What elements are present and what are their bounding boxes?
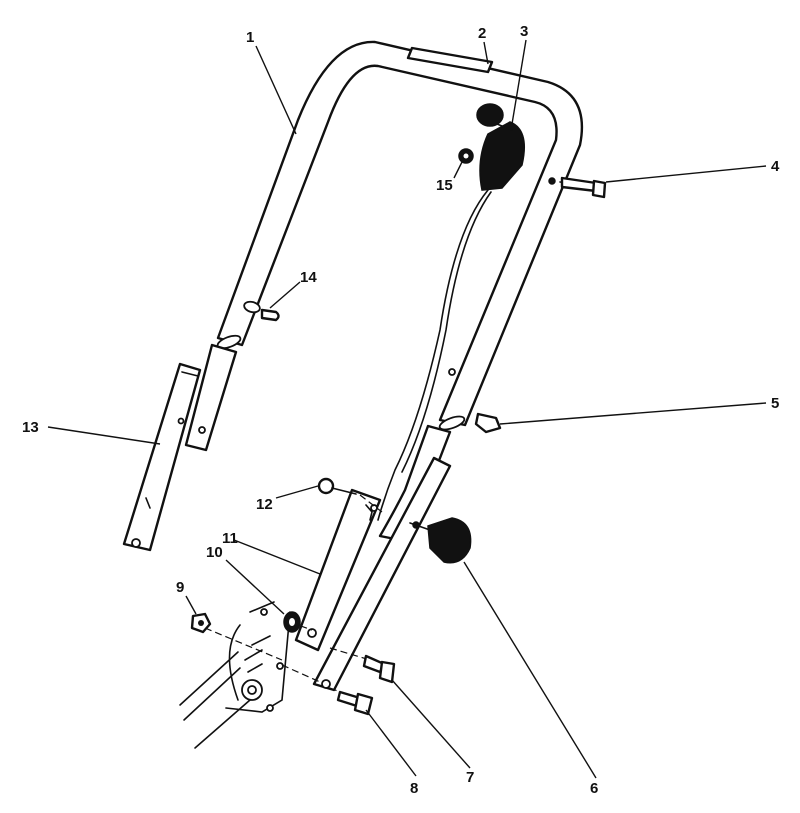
knob-6: [409, 517, 472, 564]
callout-4: 4: [771, 158, 780, 175]
callout-13: 13: [22, 419, 39, 436]
mower-deck: [179, 601, 291, 749]
callout-3: 3: [520, 23, 528, 40]
bolt-12: [317, 477, 383, 521]
nut-15: [458, 148, 474, 164]
callout-2: 2: [478, 25, 486, 42]
leader-lines: [47, 39, 767, 779]
nut-9: [190, 612, 212, 634]
callout-labels: 1 2 3 4 5 6 7 8 9 10 11 12 13 14 15: [22, 23, 780, 797]
pin-14: [243, 300, 280, 322]
callout-6: 6: [590, 780, 598, 797]
callout-8: 8: [410, 780, 418, 797]
bracket-13: [122, 362, 202, 552]
callout-1: 1: [246, 29, 254, 46]
bolt-8: [336, 690, 374, 716]
clip-5: [474, 412, 502, 434]
left-lower-tube: [184, 343, 238, 452]
bolt-4: [548, 176, 607, 199]
callout-10: 10: [206, 544, 223, 561]
callout-9: 9: [176, 579, 184, 596]
callout-7: 7: [466, 769, 474, 786]
washer-10: [283, 611, 301, 633]
callout-14: 14: [300, 269, 317, 286]
callout-5: 5: [771, 395, 779, 412]
callout-11: 11: [222, 530, 238, 547]
throttle-control: [377, 103, 525, 521]
callout-15: 15: [436, 177, 453, 194]
bolt-7: [362, 654, 396, 684]
upper-handle: [216, 40, 584, 431]
callout-12: 12: [256, 496, 273, 513]
